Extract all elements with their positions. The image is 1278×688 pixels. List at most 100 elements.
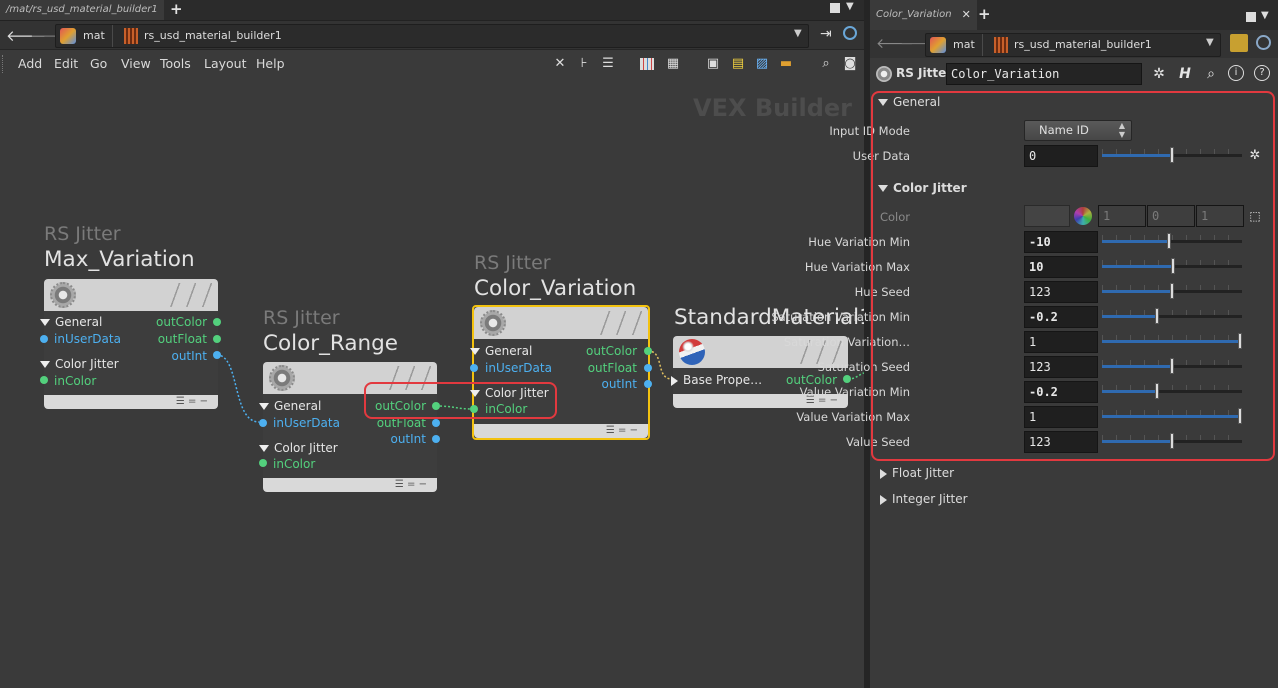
node-name-label[interactable]: StandardMaterial1 (674, 305, 873, 330)
port-dot[interactable] (213, 335, 221, 343)
port-dot[interactable] (644, 364, 652, 372)
param-tab[interactable]: Color_Variation ✕ (870, 0, 977, 30)
node-name-label[interactable]: Color_Range (263, 331, 399, 356)
menu-tools[interactable]: Tools (160, 56, 191, 71)
menu-edit[interactable]: Edit (54, 56, 79, 71)
val-max-field[interactable]: 1 (1024, 406, 1098, 428)
node-header[interactable] (474, 307, 648, 339)
color-wheel-icon[interactable] (1074, 207, 1092, 225)
background-image-icon[interactable]: ▨ (755, 56, 769, 71)
color-palette-icon[interactable] (640, 58, 654, 70)
path-crumb-builder[interactable]: rs_usd_material_builder1 (144, 29, 282, 42)
input-base-properties[interactable]: Base Prope… (671, 373, 762, 387)
link-icon[interactable] (1256, 35, 1271, 50)
menu-go[interactable]: Go (90, 56, 108, 71)
pin-icon[interactable]: ⇥ (820, 26, 832, 42)
hue-max-slider[interactable] (1102, 257, 1242, 275)
node-footer[interactable]: ☰ = − (263, 478, 437, 492)
slider-knob[interactable] (1170, 147, 1174, 163)
user-data-slider[interactable] (1102, 146, 1242, 164)
link-icon[interactable] (843, 26, 857, 40)
port-dot[interactable] (843, 375, 851, 383)
node-header[interactable] (44, 279, 218, 311)
help-h-icon[interactable]: H (1179, 66, 1191, 82)
slider-knob[interactable] (1170, 358, 1174, 374)
pane-menu-icon[interactable]: ▼ (1261, 10, 1269, 21)
val-min-field[interactable]: -0.2 (1024, 381, 1098, 403)
input-incolor[interactable]: inColor (485, 402, 528, 416)
path-dropdown-icon[interactable]: ▼ (794, 28, 802, 39)
port-dot[interactable] (470, 405, 478, 413)
node-flags[interactable] (796, 340, 842, 364)
slider-knob[interactable] (1238, 333, 1242, 349)
slider-knob[interactable] (1167, 233, 1171, 249)
section-color-jitter[interactable]: Color Jitter (40, 357, 119, 371)
output-outcolor[interactable]: outColor (586, 344, 637, 358)
menu-view[interactable]: View (121, 56, 151, 71)
input-id-mode-dropdown[interactable]: Name ID ▲▼ (1024, 120, 1132, 141)
port-dot[interactable] (432, 419, 440, 427)
port-dot[interactable] (213, 318, 221, 326)
node-color-variation[interactable]: General inUserData Color Jitter inColor … (470, 305, 650, 440)
node-header[interactable] (263, 362, 437, 394)
sat-min-field[interactable]: -0.2 (1024, 306, 1098, 328)
sticky-note-icon[interactable]: ▤ (731, 56, 745, 71)
display-options-icon[interactable]: ◙ (843, 56, 857, 71)
node-name-label[interactable]: Color_Variation (474, 276, 637, 301)
menu-add[interactable]: Add (18, 56, 43, 71)
output-outint[interactable]: outInt (171, 349, 207, 363)
color-r-field[interactable]: 1 (1098, 205, 1146, 227)
val-seed-field[interactable]: 123 (1024, 431, 1098, 453)
input-inuserdata[interactable]: inUserData (54, 332, 121, 346)
output-outfloat[interactable]: outFloat (157, 332, 207, 346)
back-arrow-icon[interactable]: 🡐 (876, 36, 914, 52)
node-footer[interactable]: ☰ = − (474, 424, 648, 438)
wire-outcolor-to-incolor[interactable] (435, 405, 475, 410)
input-incolor[interactable]: inColor (54, 374, 97, 388)
section-color-jitter[interactable]: Color Jitter (259, 441, 338, 455)
output-outfloat[interactable]: outFloat (587, 361, 637, 375)
slider-knob[interactable] (1171, 258, 1175, 274)
network-box-icon[interactable]: ▣ (706, 56, 720, 71)
path-crumb-builder[interactable]: rs_usd_material_builder1 (1014, 38, 1152, 51)
hue-min-field[interactable]: -10 (1024, 231, 1098, 253)
network-editor-canvas[interactable]: VEX Builder RS Jitter Max_Variation Gene… (0, 77, 873, 688)
color-g-field[interactable]: 0 (1147, 205, 1195, 227)
help-icon[interactable]: ? (1254, 65, 1270, 81)
node-footer[interactable]: ☰ = − (44, 395, 218, 409)
node-standard-material[interactable]: Base Prope… outColor ☰ = − (671, 336, 848, 408)
output-outint[interactable]: outInt (601, 377, 637, 391)
slider-knob[interactable] (1170, 433, 1174, 449)
val-seed-slider[interactable] (1102, 432, 1242, 450)
user-data-field[interactable]: 0 (1024, 145, 1098, 167)
search-icon[interactable]: ⌕ (1207, 66, 1215, 82)
section-color-jitter[interactable]: Color Jitter (470, 386, 549, 400)
pane-layout-icon[interactable] (830, 3, 840, 13)
input-inuserdata[interactable]: inUserData (485, 361, 552, 375)
hue-max-field[interactable]: 10 (1024, 256, 1098, 278)
section-general[interactable]: General (470, 344, 532, 358)
port-dot[interactable] (259, 419, 267, 427)
port-dot[interactable] (432, 435, 440, 443)
node-header[interactable] (673, 336, 848, 368)
section-general[interactable]: General (40, 315, 102, 329)
search-icon[interactable]: ⌕ (822, 56, 830, 71)
grid-icon[interactable]: ▦ (666, 56, 680, 71)
info-icon[interactable]: i (1228, 65, 1244, 81)
output-outcolor[interactable]: outColor (375, 399, 426, 413)
section-color-jitter-header[interactable]: Color Jitter (872, 176, 1274, 200)
port-dot[interactable] (213, 351, 221, 359)
port-dot[interactable] (644, 380, 652, 388)
add-tab-icon[interactable]: + (978, 5, 991, 23)
input-inuserdata[interactable]: inUserData (273, 416, 340, 430)
port-dot[interactable] (40, 335, 48, 343)
sat-seed-field[interactable]: 123 (1024, 356, 1098, 378)
pin-icon[interactable] (1230, 34, 1248, 52)
network-tab[interactable]: /mat/rs_usd_material_builder1 (0, 0, 164, 20)
tools-icon[interactable]: ✕ (554, 56, 566, 71)
slider-knob[interactable] (1155, 383, 1159, 399)
section-float-jitter-header[interactable]: Float Jitter (872, 461, 1274, 485)
port-dot[interactable] (259, 459, 267, 467)
menu-layout[interactable]: Layout (204, 56, 247, 71)
close-tab-icon[interactable]: ✕ (961, 8, 971, 21)
